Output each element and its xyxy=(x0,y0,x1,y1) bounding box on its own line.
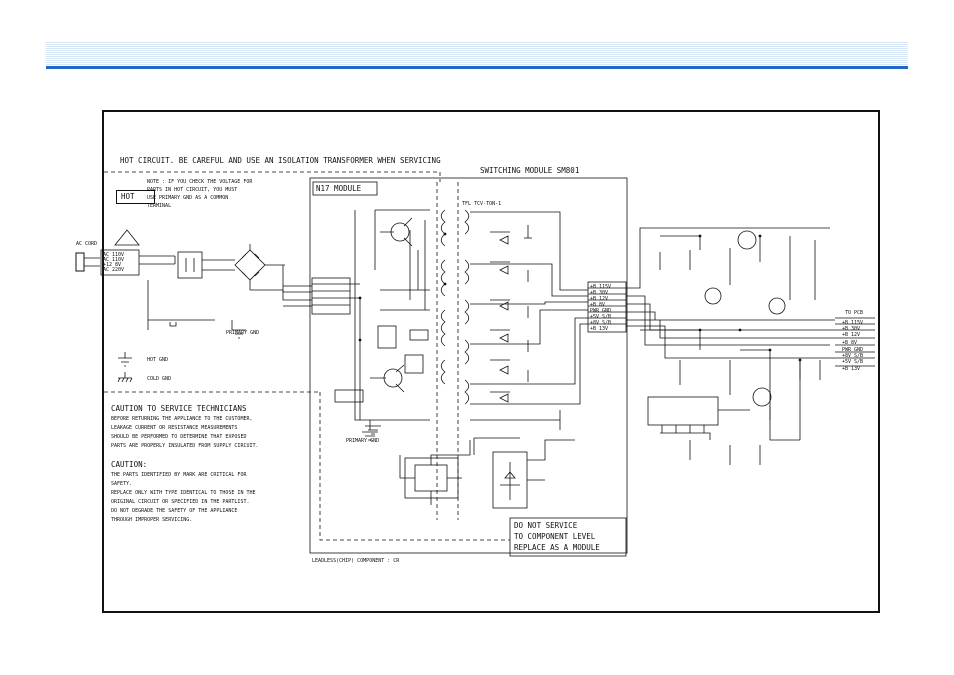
caution-service-line-3: SHOULD BE PERFORMED TO DETERMINE THAT EX… xyxy=(111,434,247,440)
caution-service-title: CAUTION TO SERVICE TECHNICIANS xyxy=(111,404,247,413)
caution-service-line-4: PARTS ARE PROPERLY INSULATED FROM SUPPLY… xyxy=(111,443,259,449)
do-not-service-line-2: TO COMPONENT LEVEL xyxy=(514,532,596,541)
conn-left-2: AC 110V xyxy=(103,257,125,263)
conn-left-1: AC 110V xyxy=(103,252,125,258)
primary-gnd-label-2: PRIMARY GND xyxy=(346,438,380,444)
conn-left-3: +12 8V xyxy=(103,262,122,268)
conn-right-7: +8V S/B xyxy=(590,320,612,326)
caution-line-2: SAFETY. xyxy=(111,481,133,487)
ac-cord-label: AC CORD xyxy=(76,241,98,247)
conn-right-4: +B 8V xyxy=(590,302,606,308)
switching-module-title: SWITCHING MODULE SM801 xyxy=(480,166,580,175)
caution-line-6: THROUGH IMPROPER SERVICING. xyxy=(111,517,193,523)
output-8: +B 13V xyxy=(842,366,861,372)
output-5: PWR GND xyxy=(842,347,864,353)
output-3: +B 12V xyxy=(842,332,861,338)
conn-left-4: AC 220V xyxy=(103,267,125,273)
conn-right-5: PWR GND xyxy=(590,308,612,314)
conn-right-2: +B 30V xyxy=(590,290,609,296)
schematic-frame xyxy=(102,110,880,613)
caution-line-4: ORIGINAL CIRCUIT OR SPECIFIED IN THE PAR… xyxy=(111,499,250,505)
conn-right-8: +B 13V xyxy=(590,326,609,332)
caution-line-5: DO NOT DEGRADE THE SAFETY OF THE APPLIAN… xyxy=(111,508,238,514)
output-7: +5V S/B xyxy=(842,359,864,365)
output-2: +B 30V xyxy=(842,326,861,332)
caution-title: CAUTION: xyxy=(111,460,148,469)
header-accent-line xyxy=(46,66,908,69)
header-stripe xyxy=(46,42,908,66)
conn-right-6: +5V S/B xyxy=(590,314,612,320)
conn-right-1: +B 115V xyxy=(590,284,612,290)
conn-right-3: +B 12V xyxy=(590,296,609,302)
do-not-service-line-1: DO NOT SERVICE xyxy=(514,521,578,530)
output-1: +B 115V xyxy=(842,320,864,326)
hot-label: HOT xyxy=(121,192,135,201)
do-not-service-line-3: REPLACE AS A MODULE xyxy=(514,543,600,552)
caution-service-line-1: BEFORE RETURNING THE APPLIANCE TO THE CU… xyxy=(111,416,253,422)
tfl-label: TFL TCV-TON-1 xyxy=(462,201,502,207)
note-line-3: USE PRIMARY GND AS A COMMON xyxy=(147,195,229,201)
caution-line-1: THE PARTS IDENTIFIED BY MARK ARE CRITICA… xyxy=(111,472,247,478)
primary-gnd-label: PRIMARY GND xyxy=(226,330,260,336)
hot-circuit-warning: HOT CIRCUIT. BE CAREFUL AND USE AN ISOLA… xyxy=(120,156,441,165)
note-line-4: TERMINAL xyxy=(147,203,172,209)
output-4: +B 8V xyxy=(842,340,858,346)
output-6: +8V S/B xyxy=(842,353,864,359)
note-line-1: NOTE : IF YOU CHECK THE VOLTAGE FOR xyxy=(147,179,253,185)
hot-gnd-legend: HOT GND xyxy=(147,357,169,363)
caution-line-3: REPLACE ONLY WITH TYPE IDENTICAL TO THOS… xyxy=(111,490,256,496)
to-pcb-label: TO PCB xyxy=(845,310,864,316)
hot-label-box xyxy=(116,190,155,204)
leadless-note: LEADLESS(CHIP) COMPONENT : CR xyxy=(312,558,400,564)
caution-service-line-2: LEAKAGE CURRENT OR RESISTANCE MEASUREMEN… xyxy=(111,425,238,431)
cold-gnd-legend: COLD GND xyxy=(147,376,172,382)
note-line-2: PARTS IN HOT CIRCUIT, YOU MUST xyxy=(147,187,238,193)
n17-module-label: N17 MODULE xyxy=(316,184,362,193)
